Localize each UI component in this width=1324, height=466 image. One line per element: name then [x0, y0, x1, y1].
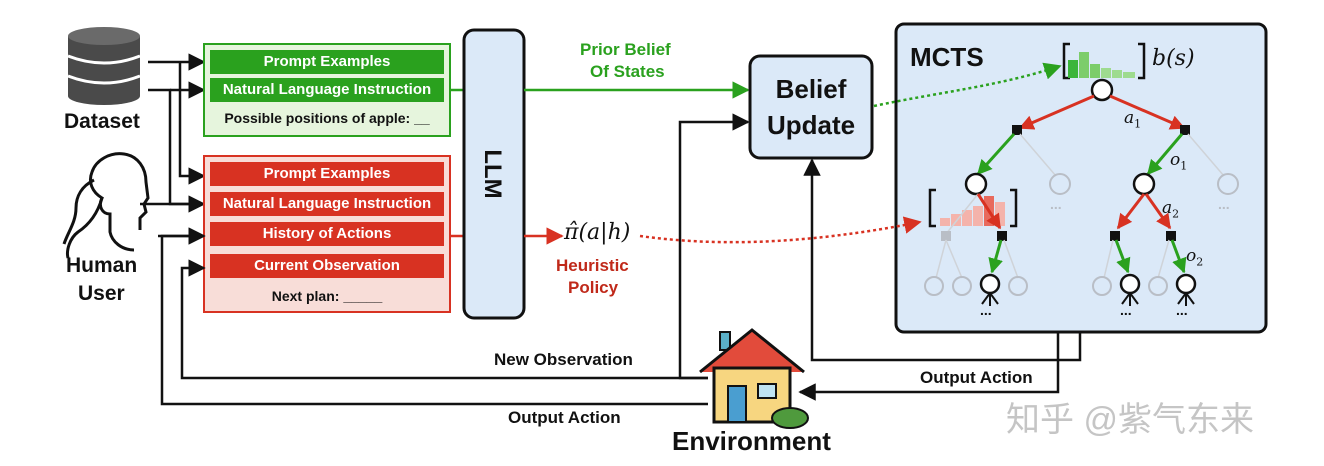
red-prompt-row-bg-2 — [210, 192, 444, 216]
input-connectors — [140, 53, 206, 245]
red-prompt-footer: Next plan: _____ — [271, 288, 383, 304]
belief-histogram — [1062, 42, 1146, 80]
tree-dots-2: ... — [1218, 196, 1230, 212]
dataset-label: Dataset — [64, 110, 140, 133]
belief-update-line2: Update — [766, 110, 856, 140]
heuristic-math: π̂(a|h) — [564, 220, 631, 245]
edge-label-o2: o2 — [1186, 246, 1204, 269]
human-label-line1: Human — [66, 254, 138, 277]
prior-belief-line1: Prior Belief — [580, 40, 671, 59]
prior-belief-line2: Of States — [590, 62, 665, 81]
belief-label: b(s) — [1152, 46, 1195, 71]
mcts-output-connectors — [798, 158, 1082, 401]
output-action-bottom-connector — [160, 227, 708, 406]
red-prompt-row-3: History of Actions — [262, 225, 392, 242]
output-action-bottom-label: Output Action — [508, 408, 621, 427]
edge-label-o1: o1 — [1170, 150, 1188, 173]
edge-label-a1: a1 — [1124, 108, 1142, 131]
green-prompt-row-bg-2 — [210, 78, 444, 102]
llm-block — [462, 28, 526, 320]
tree-dots-5: ... — [1176, 302, 1188, 318]
new-observation-connector — [180, 113, 750, 380]
red-prompt-row-2: Natural Language Instruction — [222, 195, 432, 212]
red-prompt-row-bg-1 — [210, 162, 444, 186]
belief-update-line1: Belief — [775, 74, 847, 104]
green-prompt-row-bg-1 — [210, 50, 444, 74]
green-prompt-row-1: Prompt Examples — [263, 53, 391, 70]
human-user-icon — [62, 152, 150, 259]
red-prompt-row-bg-3 — [210, 222, 444, 246]
watermark: 知乎 @紫气东来 — [1006, 401, 1254, 439]
new-observation-label: New Observation — [494, 350, 633, 369]
mcts-tree — [924, 42, 1239, 306]
llm-label: LLM — [479, 149, 506, 199]
red-prompt-row-bg-4 — [210, 254, 444, 278]
red-prompt-row-1: Prompt Examples — [263, 165, 391, 182]
edge-label-a2: a2 — [1162, 198, 1180, 221]
tree-dots-1: ... — [1050, 196, 1062, 212]
heuristic-line1: Heuristic — [556, 256, 629, 275]
database-icon — [67, 27, 141, 105]
house-icon — [699, 328, 809, 429]
output-action-right-label: Output Action — [920, 368, 1033, 387]
heuristic-line2: Policy — [568, 278, 619, 297]
environment-label: Environment — [672, 426, 831, 456]
mcts-title: MCTS — [910, 42, 984, 72]
tree-dots-4: ... — [1120, 302, 1132, 318]
red-prompt-row-4: Current Observation — [254, 257, 400, 274]
tree-dots-3: ... — [980, 302, 992, 318]
green-prompt-footer: Possible positions of apple: __ — [224, 110, 430, 126]
belief-update-block — [748, 54, 874, 160]
green-prompt-row-2: Natural Language Instruction — [222, 81, 432, 98]
heuristic-to-mcts-curve — [639, 216, 922, 244]
human-label-line2: User — [78, 282, 125, 305]
belief-to-mcts-curve — [873, 62, 1062, 108]
